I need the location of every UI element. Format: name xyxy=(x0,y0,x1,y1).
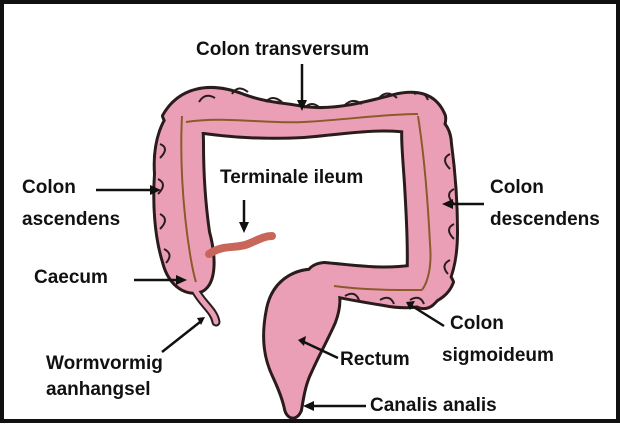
label-colon-transversum: Colon transversum xyxy=(196,38,369,62)
label-colon-sigmoideum-line1: Colon xyxy=(450,312,504,336)
label-caecum: Caecum xyxy=(34,266,108,290)
label-colon-ascendens-line1: Colon xyxy=(22,176,76,200)
label-colon-sigmoideum-line2: sigmoideum xyxy=(442,344,554,368)
label-terminale-ileum: Terminale ileum xyxy=(220,166,363,190)
large-intestine xyxy=(155,88,456,416)
label-canalis-analis: Canalis analis xyxy=(370,394,497,418)
label-colon-descendens-line1: Colon xyxy=(490,176,544,200)
label-wormvormig-line2: aanhangsel xyxy=(46,378,151,402)
pointer-wormvormig xyxy=(162,322,200,352)
terminal-ileum-shape xyxy=(209,236,272,254)
label-colon-ascendens-line2: ascendens xyxy=(22,208,120,232)
label-colon-descendens-line2: descendens xyxy=(490,208,600,232)
label-rectum: Rectum xyxy=(340,348,410,372)
label-wormvormig-line1: Wormvormig xyxy=(46,352,163,376)
